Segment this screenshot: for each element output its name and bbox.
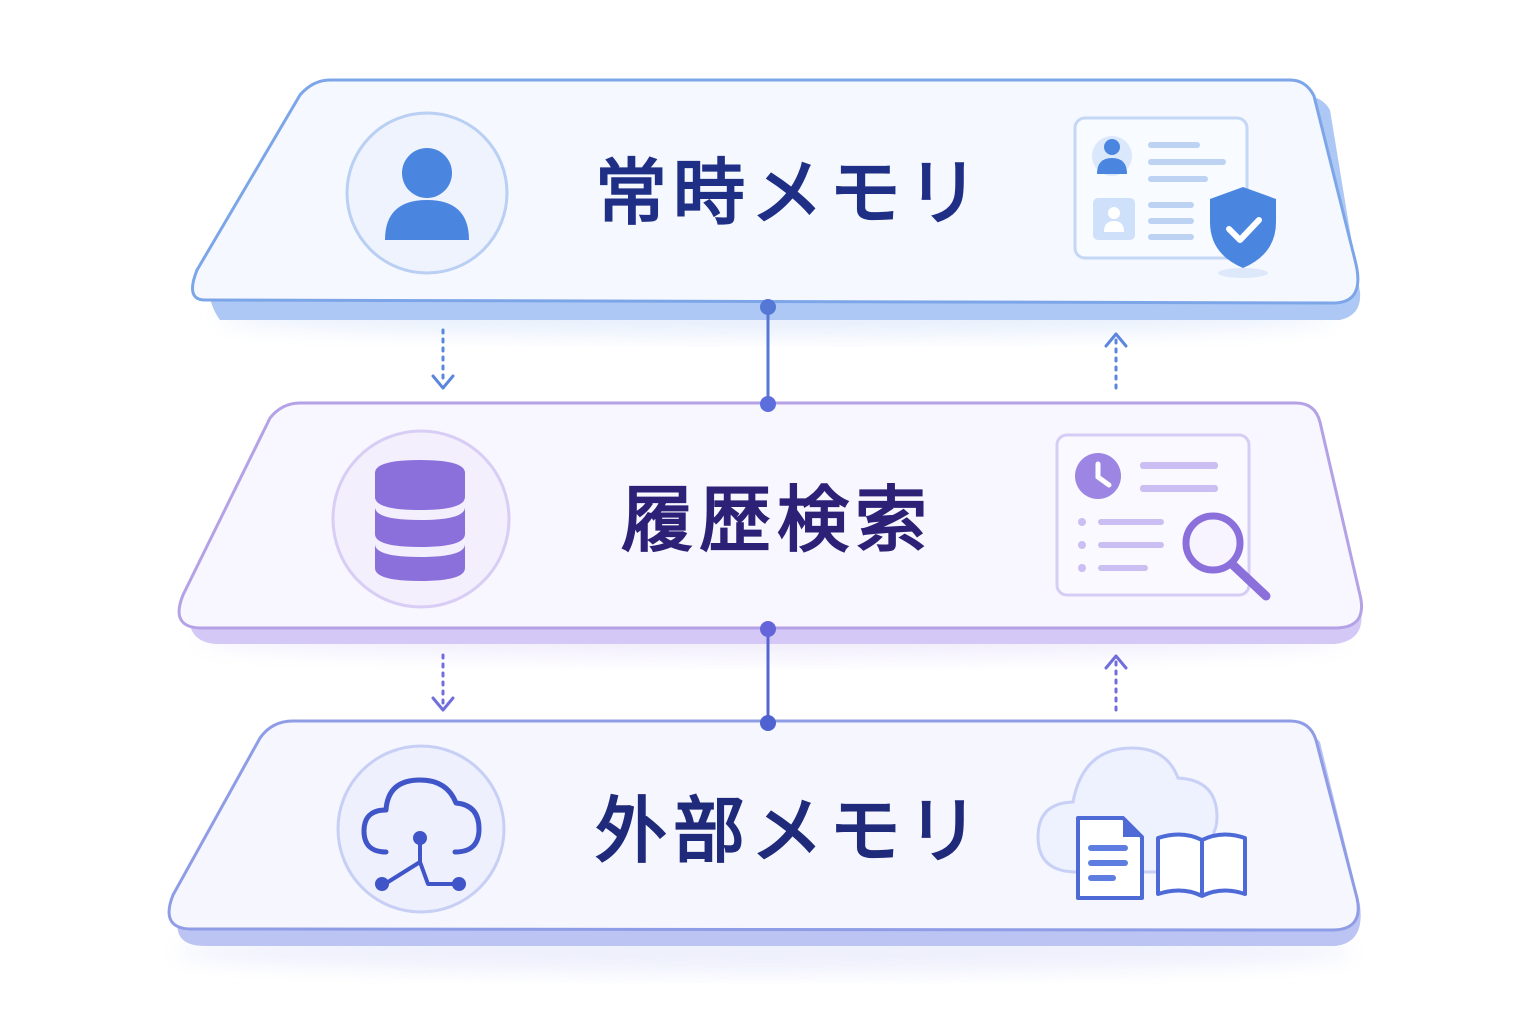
connected-center-line <box>760 299 776 731</box>
dotted-down-arrow <box>431 653 455 712</box>
layer-title: 履歴検索 <box>621 478 933 562</box>
database-icon <box>331 429 511 609</box>
layer-external-memory: 外部メモリ <box>167 719 1361 972</box>
user-icon <box>345 111 509 275</box>
layer-title: 外部メモリ <box>595 789 985 873</box>
cloud-network-icon <box>336 744 506 914</box>
layer-history-search: 履歴検索 <box>177 401 1363 658</box>
layer-always-memory: 常時メモリ <box>191 78 1361 336</box>
cloud-documents-book-icon <box>1036 746 1247 900</box>
history-search-document-icon <box>1055 433 1271 601</box>
profile-card-shield-icon <box>1073 116 1276 278</box>
layer-title: 常時メモリ <box>595 151 985 235</box>
dotted-up-arrow <box>1104 654 1128 715</box>
dotted-down-arrow <box>431 328 455 390</box>
dotted-up-arrow <box>1104 332 1128 394</box>
